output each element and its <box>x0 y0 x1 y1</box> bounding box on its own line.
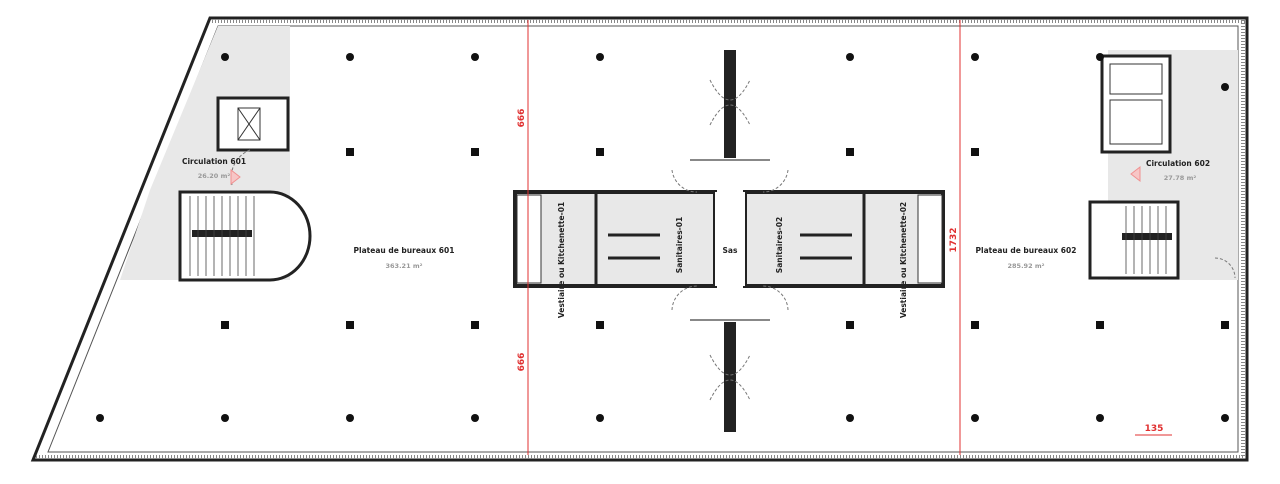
double-door-bottom <box>709 354 751 401</box>
elevator-cab-icon <box>237 107 261 141</box>
double-door-top <box>709 79 751 126</box>
label-circulation-602: Circulation 602 <box>1146 159 1210 168</box>
kitchenette-01-fixture <box>516 194 542 284</box>
central-wall-bottom <box>724 322 736 432</box>
dimension-right-height: 1732 <box>949 227 959 252</box>
area-circulation-601: 26.20 m² <box>198 172 231 180</box>
kitchenette-02-fixture <box>917 194 943 284</box>
stair-treads-601 <box>189 196 255 276</box>
elevator-602 <box>1100 54 1172 154</box>
elevator-601 <box>216 96 290 152</box>
label-circulation-601: Circulation 601 <box>182 157 246 166</box>
service-block-right <box>743 190 945 288</box>
dimension-module-width: 135 <box>1145 424 1164 434</box>
entry-arrow-icon <box>230 168 241 186</box>
entry-arrow-icon <box>1130 165 1141 183</box>
columns <box>96 53 1229 422</box>
label-vestiaire-01: Vestiaire ou Kitchenette-01 <box>557 202 566 318</box>
area-circulation-602: 27.78 m² <box>1164 174 1197 182</box>
central-wall-top <box>724 50 736 158</box>
area-plateau-602: 285.92 m² <box>1008 262 1045 270</box>
service-block-left <box>513 190 717 288</box>
area-plateau-601: 363.21 m² <box>386 262 423 270</box>
door-swing-602 <box>1214 257 1236 279</box>
stair-treads-602 <box>1125 206 1167 274</box>
door-swing-601 <box>230 149 251 186</box>
sas-area <box>715 192 745 286</box>
label-plateau-602: Plateau de bureaux 602 <box>976 246 1077 255</box>
label-plateau-601: Plateau de bureaux 601 <box>354 246 455 255</box>
label-vestiaire-02: Vestiaire ou Kitchenette-02 <box>899 202 908 318</box>
label-sanitaires-01: Sanitaires-01 <box>675 217 684 273</box>
dimension-bottom-left: 666 <box>517 353 527 372</box>
facade-inner-line <box>47 25 1239 453</box>
label-sanitaires-02: Sanitaires-02 <box>775 217 784 273</box>
dimension-top-left: 666 <box>517 109 527 128</box>
label-sas: Sas <box>723 246 738 255</box>
